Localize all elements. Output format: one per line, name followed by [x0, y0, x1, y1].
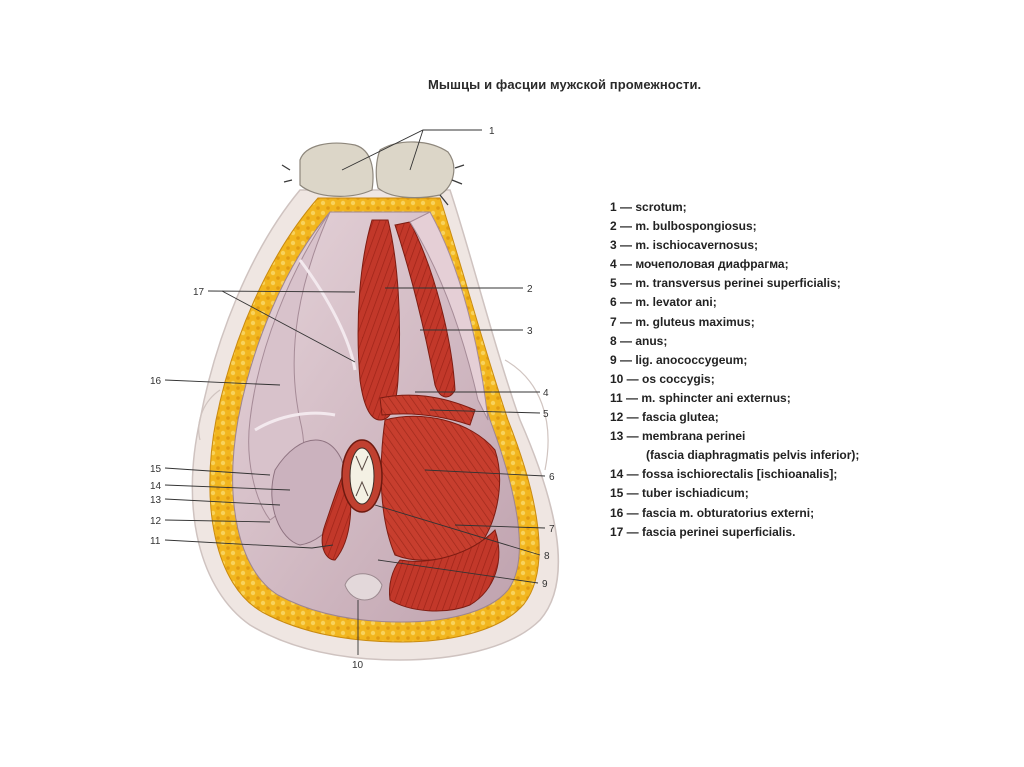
- legend-item-13: 13 — membrana perinei: [610, 429, 746, 444]
- legend-item-7: 7 — m. gluteus maximus;: [610, 314, 755, 329]
- legend-item-6: 6 — m. levator ani;: [610, 295, 717, 310]
- callout-11: 11: [150, 536, 161, 547]
- scrotum-left: [299, 142, 374, 197]
- callout-4: 4: [543, 388, 549, 399]
- callout-5: 5: [543, 409, 549, 420]
- legend-item-1: 1 — scrotum;: [610, 200, 687, 214]
- callout-16: 16: [150, 376, 162, 387]
- legend-item-11: 11 — m. sphincter ani externus;: [610, 390, 791, 405]
- callout-14: 14: [150, 481, 162, 492]
- callout-8: 8: [544, 551, 550, 562]
- anus-opening: [349, 447, 375, 505]
- leader-lines: [164, 129, 546, 655]
- ischiocavernosus-muscle: [394, 221, 456, 398]
- anus-folds: [355, 455, 369, 497]
- legend-item-15: 15 — tuber ischiadicum;: [610, 486, 749, 501]
- callout-12: 12: [150, 516, 162, 527]
- skin-right-bulge: [504, 359, 549, 471]
- legend-item-13-continued: (fascia diaphragmatis pelvis inferior);: [646, 448, 860, 463]
- callout-9: 9: [542, 579, 548, 590]
- legend-item-4: 4 — мочеполовая диафрагма;: [610, 257, 789, 272]
- fascia-line-a: [298, 259, 357, 371]
- diagram-title: Мышцы и фасции мужской промежности.: [428, 77, 702, 92]
- coccyx-region: [344, 573, 383, 601]
- legend-item-9: 9 — lig. anococcygeum;: [610, 352, 748, 367]
- right-fascia-strip: [409, 211, 489, 421]
- callout-2: 2: [527, 284, 533, 295]
- skin-left-bulge: [198, 389, 221, 441]
- callout-13: 13: [150, 495, 162, 506]
- legend-item-17: 17 — fascia perinei superficialis.: [610, 524, 796, 539]
- scrotum-right: [375, 141, 455, 199]
- callout-6: 6: [549, 472, 555, 483]
- levator-ani-muscle: [380, 415, 501, 561]
- left-fascia-fold: [248, 211, 331, 521]
- legend-item-12: 12 — fascia glutea;: [610, 410, 719, 425]
- callout-7: 7: [549, 524, 555, 535]
- callout-3: 3: [527, 326, 533, 337]
- bulbospongiosus-muscle: [357, 219, 401, 421]
- callout-17: 17: [193, 287, 205, 298]
- callout-15: 15: [150, 464, 162, 475]
- callout-10: 10: [352, 660, 364, 671]
- scrotum-hair: [281, 164, 465, 206]
- legend-item-16: 16 — fascia m. obturatorius externi;: [610, 505, 815, 520]
- legend-list: 1 — scrotum; 2 — m. bulbospongiosus; 3 —…: [610, 198, 859, 542]
- legend-item-2: 2 — m. bulbospongiosus;: [610, 219, 757, 234]
- legend-item-14: 14 — fossa ischiorectalis [ischioanalis]…: [610, 467, 838, 482]
- callout-1: 1: [489, 126, 495, 137]
- gluteus-maximus-muscle: [389, 529, 500, 612]
- fascia-line-b: [254, 411, 336, 432]
- legend-item-3: 3 — m. ischiocavernosus;: [610, 238, 759, 253]
- legend-item-10: 10 — os coccygis;: [610, 371, 715, 386]
- legend-item-8: 8 — anus;: [610, 333, 668, 348]
- transverse-perineal-muscle: [379, 394, 476, 426]
- legend-item-5: 5 — m. transversus perinei superficialis…: [610, 276, 841, 291]
